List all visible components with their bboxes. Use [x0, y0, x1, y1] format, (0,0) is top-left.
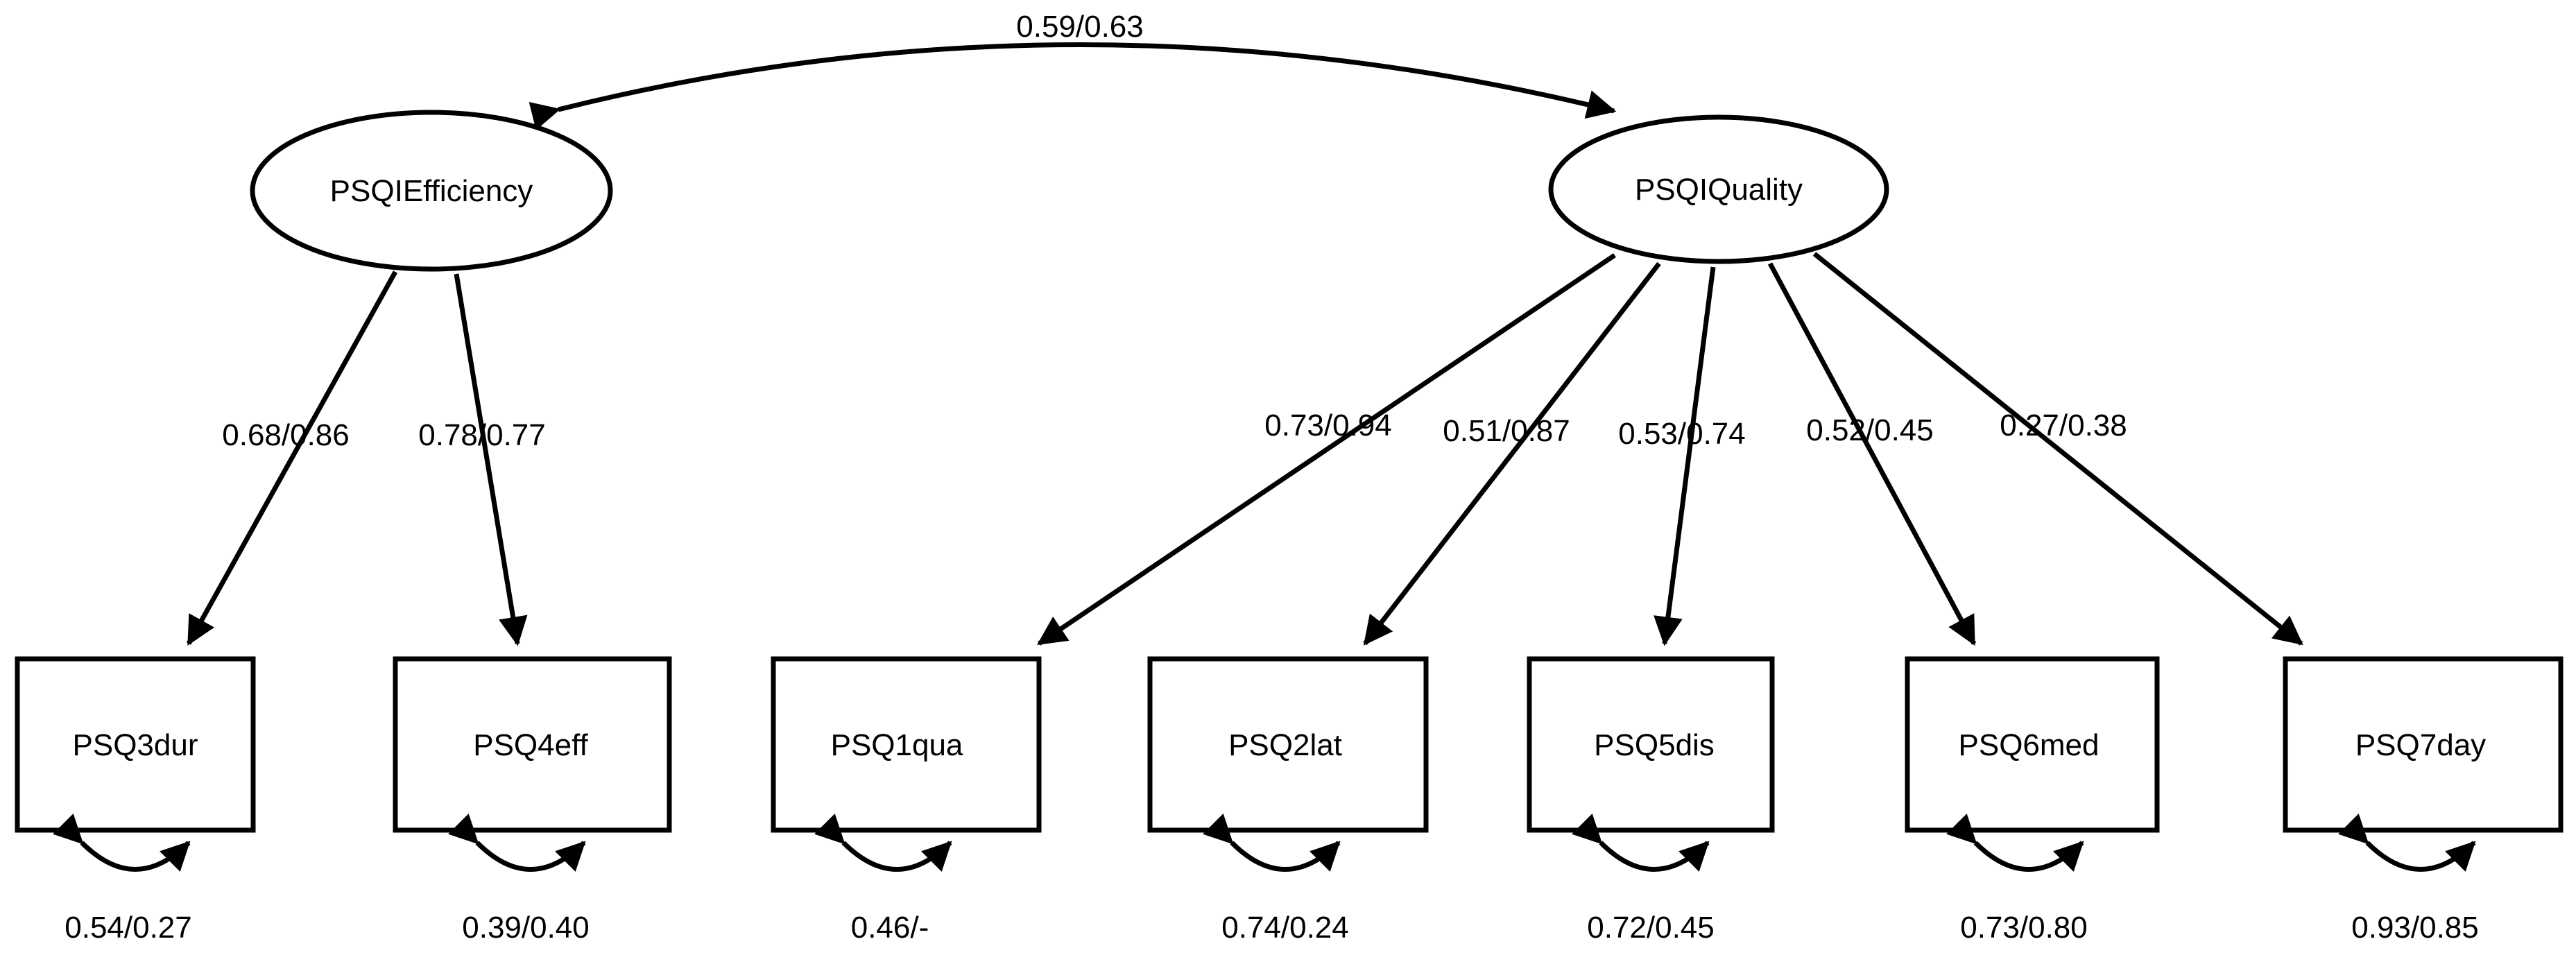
indicator-psq5dis-label: PSQ5dis — [1594, 728, 1715, 762]
residual-arrow-psq7day — [2337, 813, 2476, 872]
residual-label-psq3dur: 0.54/0.27 — [65, 911, 192, 945]
residual-label-psq6med: 0.73/0.80 — [1960, 911, 2088, 945]
indicator-psq7day-label: PSQ7day — [2355, 728, 2486, 762]
loading-label-psq7day: 0.27/0.38 — [2000, 408, 2127, 442]
indicator-psq7day: PSQ7day 0.93/0.85 — [2283, 656, 2564, 945]
indicator-psq6med-box — [1905, 656, 2160, 833]
loading-label-psq5dis: 0.53/0.74 — [1618, 417, 1746, 451]
residual-arrow-psq1qua — [814, 813, 952, 872]
loading-arrow-psq7day — [1812, 252, 2303, 646]
indicator-psq5dis-box — [1527, 656, 1775, 833]
loading-arrow-psq6med — [1767, 262, 1977, 646]
indicator-psq5dis: PSQ5dis 0.72/0.45 — [1527, 656, 1775, 945]
loading-label-psq1qua: 0.73/0.94 — [1264, 408, 1392, 442]
indicator-psq2lat: PSQ2lat 0.74/0.24 — [1147, 656, 1429, 945]
loading-arrow-psq2lat — [1363, 261, 1661, 646]
residual-arrow-psq5dis — [1571, 813, 1710, 872]
indicator-psq4eff: PSQ4eff 0.39/0.40 — [393, 656, 672, 945]
indicator-psq1qua: PSQ1qua 0.46/- — [771, 656, 1042, 945]
residual-arrow-psq3dur — [52, 813, 191, 872]
latent-factor-efficiency-label: PSQIEfficiency — [330, 174, 533, 208]
factor-covariance-label: 0.59/0.63 — [1016, 10, 1144, 44]
residual-label-psq5dis: 0.72/0.45 — [1587, 911, 1715, 945]
loading-arrow-psq4eff — [454, 273, 528, 646]
latent-factor-quality-label: PSQIQuality — [1635, 173, 1803, 207]
indicator-psq3dur: PSQ3dur 0.54/0.27 — [15, 656, 256, 945]
indicator-psq7day-box — [2283, 656, 2564, 833]
indicator-psq1qua-box — [771, 656, 1042, 833]
loading-label-psq4eff: 0.78/0.77 — [418, 418, 546, 452]
loading-arrow-psq5dis — [1654, 266, 1716, 646]
loading-label-psq2lat: 0.51/0.87 — [1443, 414, 1570, 448]
factor-covariance-arrow — [529, 42, 1617, 130]
loading-label-psq3dur: 0.68/0.86 — [222, 418, 350, 452]
residual-arrow-psq2lat — [1202, 813, 1341, 872]
latent-factor-quality: PSQIQuality — [1548, 114, 1889, 264]
loading-arrow-psq1qua — [1037, 253, 1616, 646]
latent-factor-efficiency: PSQIEfficiency — [250, 110, 613, 272]
latent-factor-efficiency-ellipse — [250, 110, 613, 272]
indicator-psq1qua-label: PSQ1qua — [831, 728, 963, 762]
residual-label-psq7day: 0.93/0.85 — [2351, 911, 2479, 945]
indicator-psq4eff-box — [393, 656, 672, 833]
indicator-psq4eff-label: PSQ4eff — [473, 728, 588, 762]
indicator-psq6med-label: PSQ6med — [1959, 728, 2100, 762]
loading-arrow-psq3dur — [186, 270, 398, 646]
indicator-psq3dur-label: PSQ3dur — [73, 728, 198, 762]
indicator-psq2lat-box — [1147, 656, 1429, 833]
residual-arrow-psq6med — [1946, 813, 2084, 872]
indicator-psq2lat-label: PSQ2lat — [1228, 728, 1342, 762]
residual-arrow-psq4eff — [447, 813, 586, 872]
residual-label-psq2lat: 0.74/0.24 — [1221, 911, 1349, 945]
residual-label-psq1qua: 0.46/- — [851, 911, 929, 945]
residual-label-psq4eff: 0.39/0.40 — [462, 911, 590, 945]
indicator-psq6med: PSQ6med 0.73/0.80 — [1905, 656, 2160, 945]
loading-label-psq6med: 0.52/0.45 — [1806, 413, 1934, 447]
latent-factor-quality-ellipse — [1548, 114, 1889, 264]
